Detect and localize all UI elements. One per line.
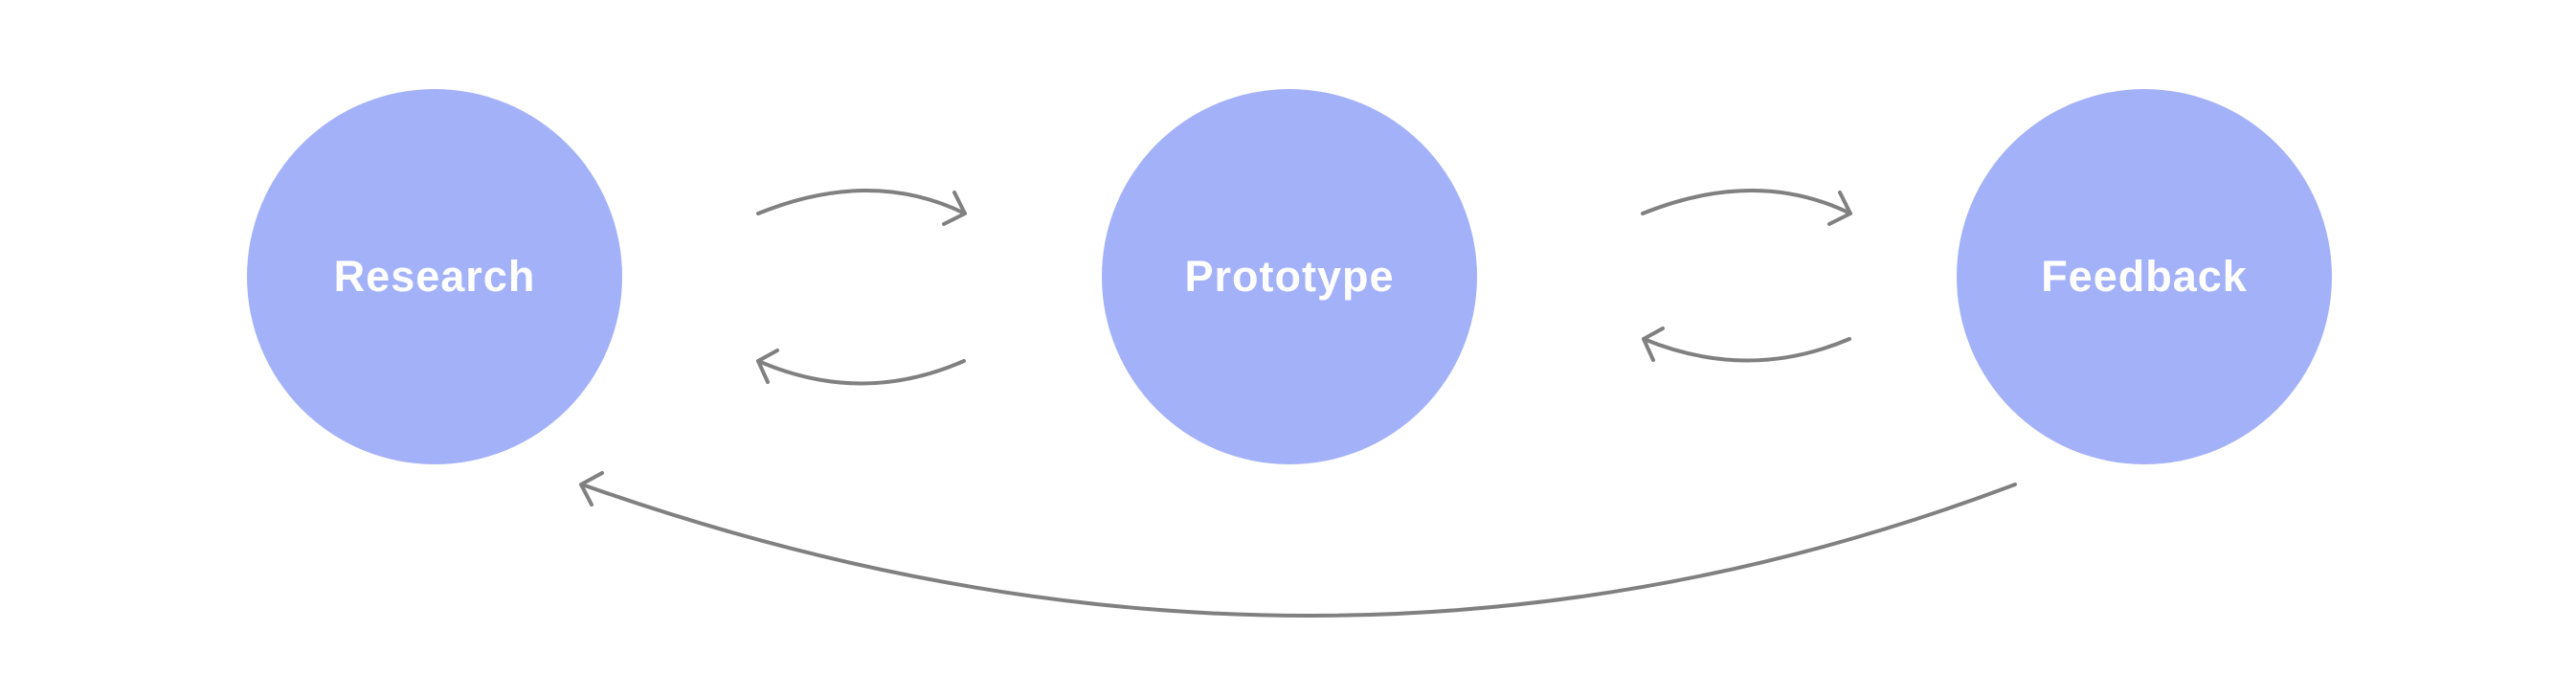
edge-research-to-prototype-arrowhead bbox=[942, 191, 967, 226]
edge-feedback-to-prototype-arrowhead bbox=[1642, 326, 1665, 362]
edge-prototype-to-research bbox=[756, 349, 966, 386]
node-feedback: Feedback bbox=[1957, 89, 2332, 464]
node-prototype-circle bbox=[1102, 89, 1477, 464]
edge-prototype-to-feedback-arrowhead bbox=[1827, 191, 1852, 226]
edge-feedback-to-research-curve bbox=[580, 483, 2017, 618]
edge-prototype-to-feedback-curve bbox=[1641, 189, 1852, 215]
edge-feedback-to-prototype bbox=[1642, 326, 1851, 363]
node-research-circle bbox=[247, 89, 622, 464]
node-research-label: Research bbox=[334, 252, 536, 301]
node-prototype: Prototype bbox=[1102, 89, 1477, 464]
node-feedback-label: Feedback bbox=[2041, 252, 2248, 301]
node-feedback-circle bbox=[1957, 89, 2332, 464]
edge-prototype-to-research-arrowhead bbox=[756, 349, 779, 384]
edge-feedback-to-research-arrowhead bbox=[579, 471, 604, 507]
edge-feedback-to-research bbox=[579, 471, 2017, 618]
edge-prototype-to-feedback bbox=[1641, 189, 1852, 226]
edge-research-to-prototype-curve bbox=[756, 189, 967, 215]
edge-research-to-prototype bbox=[756, 189, 967, 226]
edge-prototype-to-research-curve bbox=[756, 359, 966, 386]
node-prototype-label: Prototype bbox=[1184, 252, 1394, 301]
node-research: Research bbox=[247, 89, 622, 464]
edge-feedback-to-prototype-curve bbox=[1642, 337, 1851, 363]
